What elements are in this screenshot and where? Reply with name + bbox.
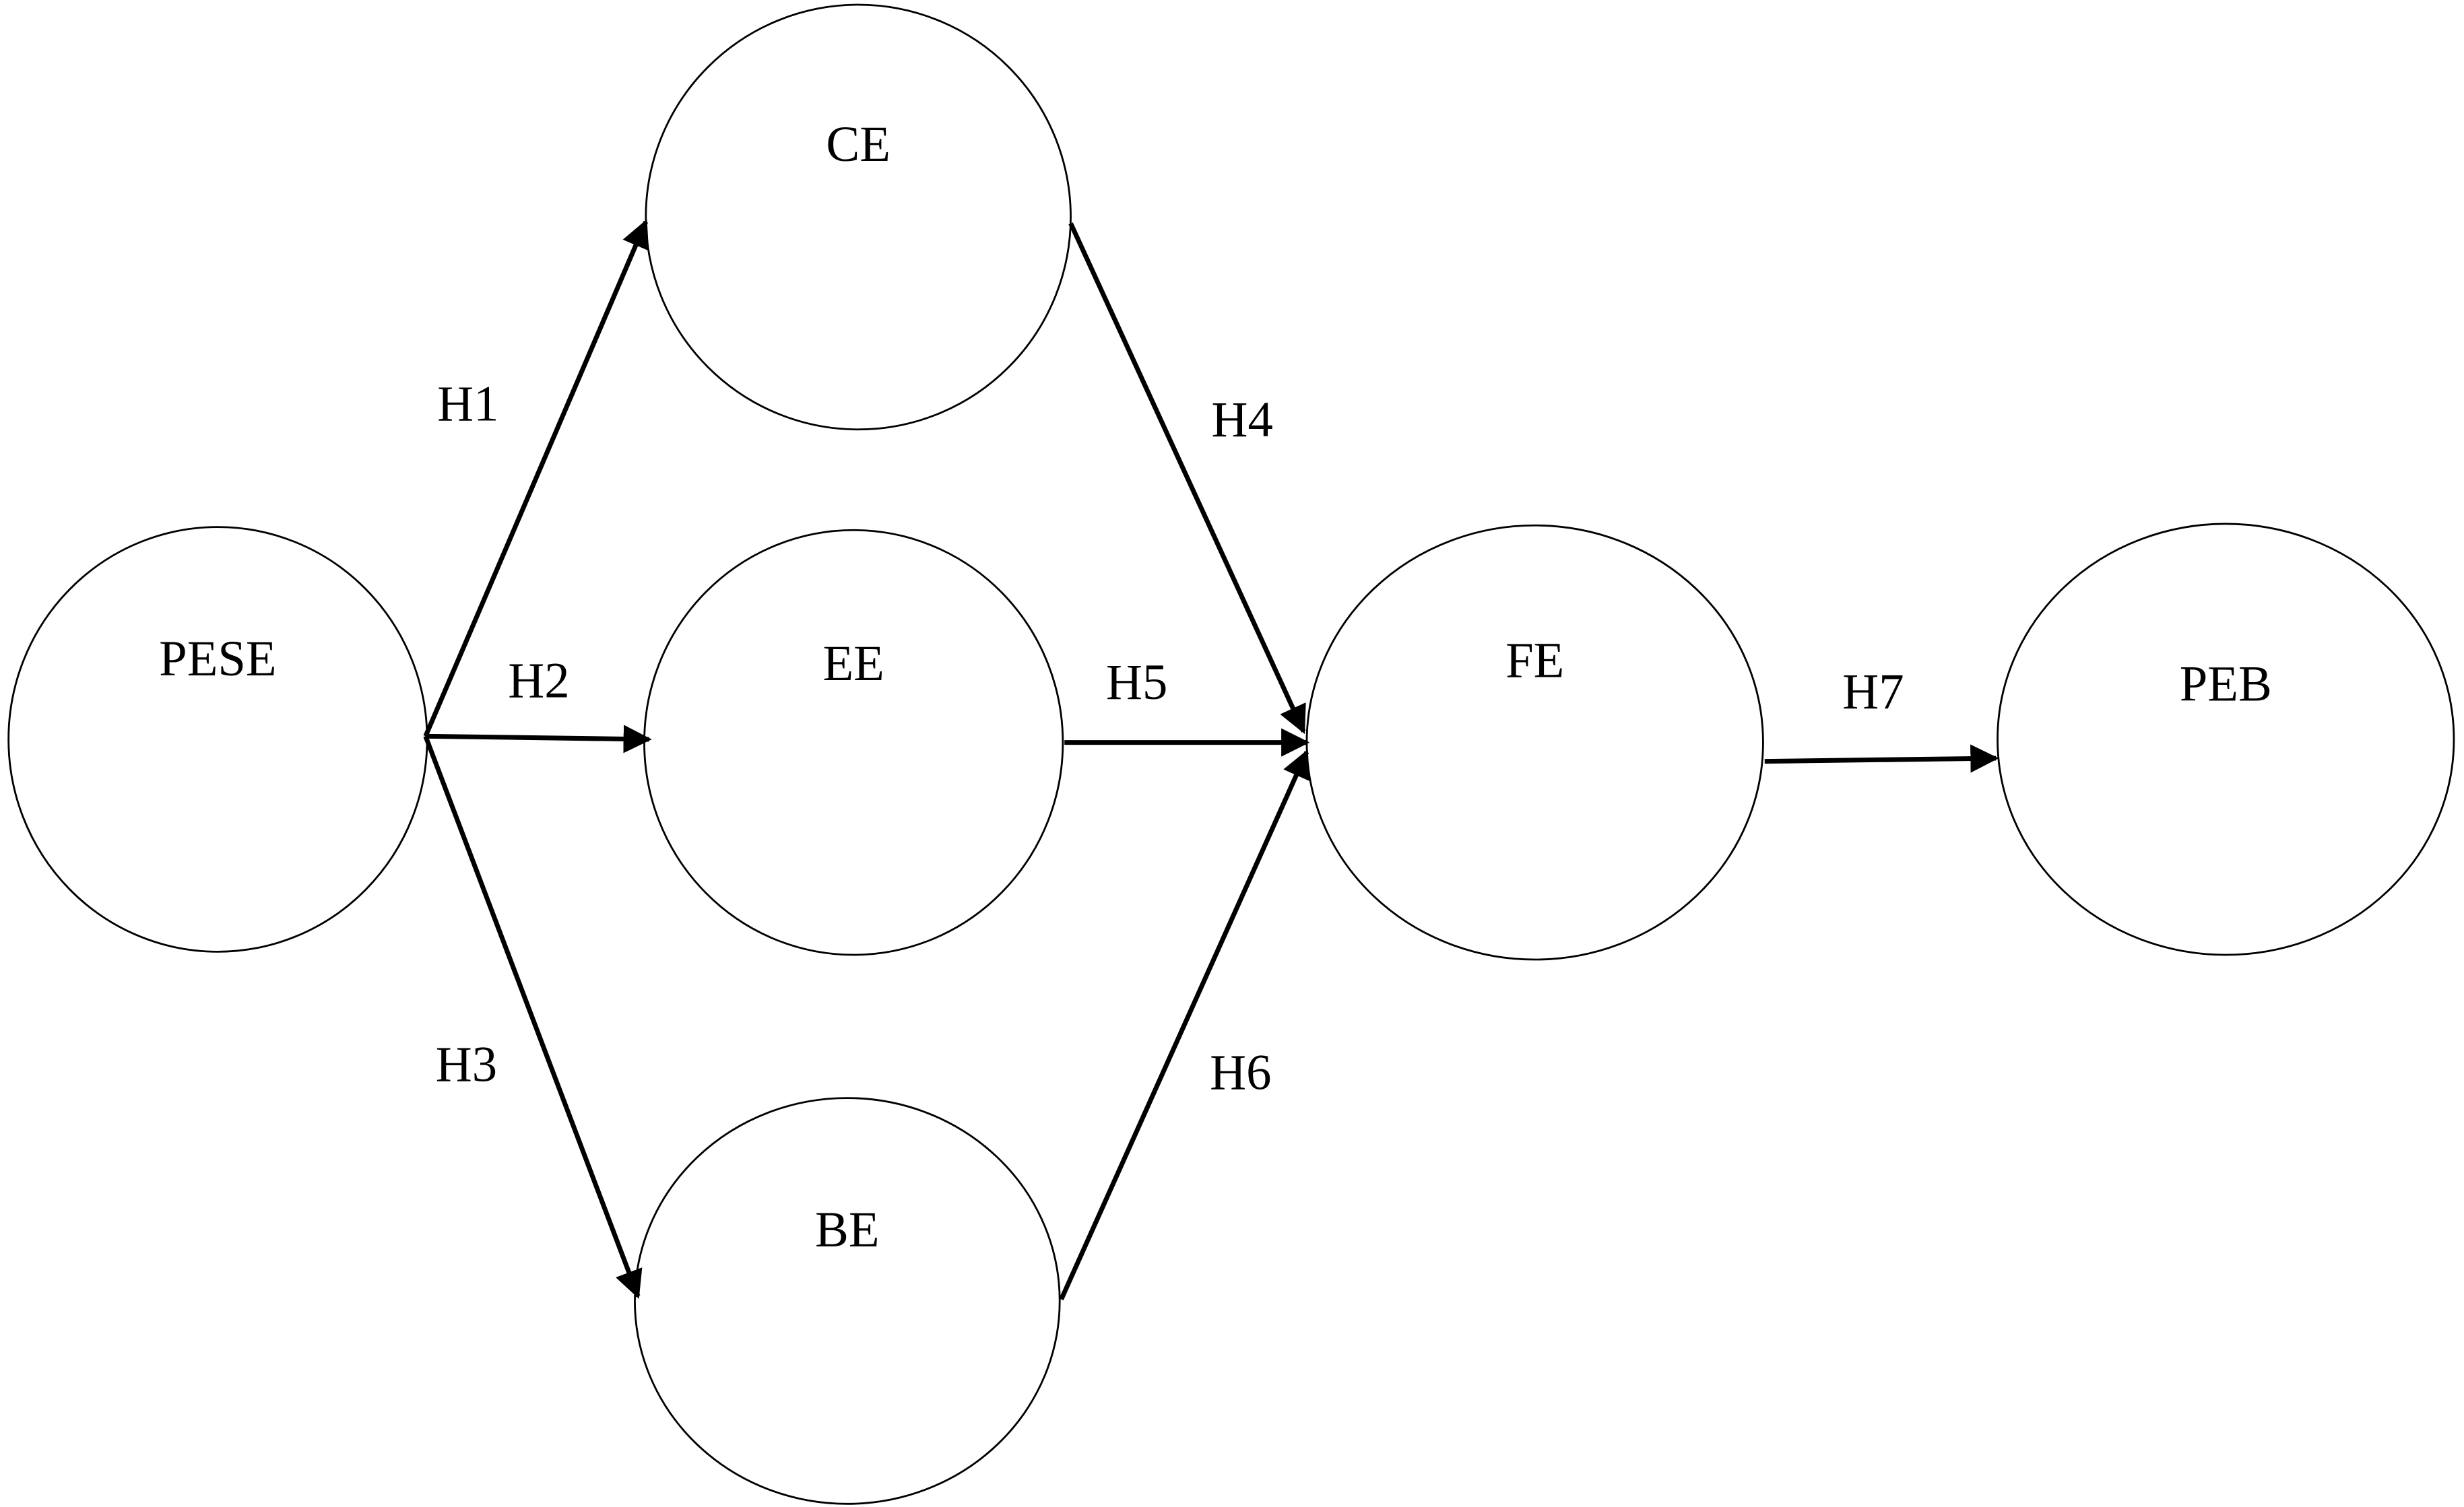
edge-h6-arrow	[1059, 749, 1309, 1301]
node-pese: PESE	[7, 526, 428, 953]
node-label-peb: PEB	[2180, 656, 2272, 712]
edge-h2-arrow	[425, 725, 652, 754]
edge-h3-arrow	[423, 735, 643, 1299]
edge-h4-arrow	[1068, 222, 1306, 735]
node-peb: PEB	[1997, 523, 2455, 956]
edge-label-h7: H7	[1842, 664, 1904, 720]
node-label-ce: CE	[826, 116, 890, 172]
node-ce: CE	[645, 3, 1072, 431]
edge-label-h2: H2	[508, 653, 569, 709]
edge-label-h3: H3	[436, 1037, 497, 1093]
node-label-pese: PESE	[159, 631, 276, 687]
edge-label-h4: H4	[1212, 392, 1273, 448]
edge-label-h6: H6	[1210, 1044, 1271, 1100]
edge-h7-arrow	[1764, 744, 1999, 773]
node-ee: EE	[643, 529, 1064, 956]
node-fe: FE	[1305, 524, 1764, 961]
node-be: BE	[634, 1097, 1061, 1505]
edge-label-h5: H5	[1106, 655, 1167, 710]
edge-h1-arrow	[423, 219, 649, 737]
node-label-ee: EE	[822, 636, 884, 692]
node-label-be: BE	[815, 1202, 880, 1258]
edge-label-h1: H1	[437, 376, 498, 432]
node-label-fe: FE	[1505, 632, 1564, 688]
